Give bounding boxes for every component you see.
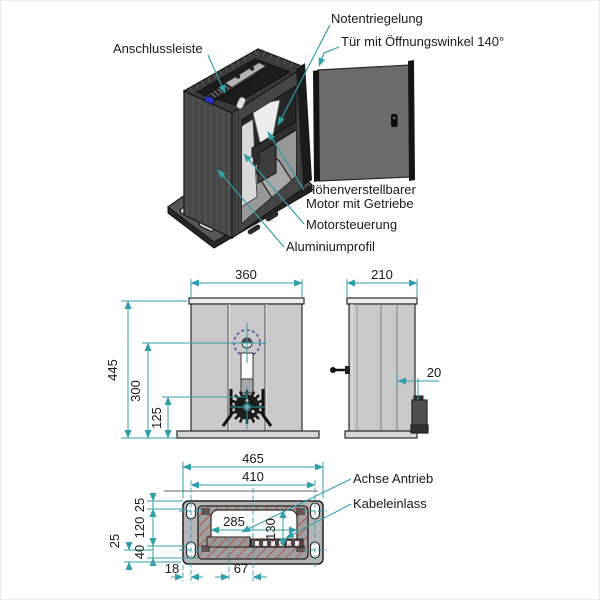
side-body <box>348 303 416 432</box>
iso-top-rail-hole <box>249 66 255 71</box>
dim-bottom-slot-span: 410 <box>242 469 264 484</box>
leader-aluminiumprofil <box>217 169 285 248</box>
iso-release-lever <box>235 96 247 110</box>
leader-tuer <box>318 46 340 67</box>
leader-notentriegelung <box>277 24 331 126</box>
iso-leader-lines <box>207 24 340 248</box>
bottom-view: 465 410 285 130 25 120 40 25 18 67 Achse… <box>107 451 433 581</box>
dim-bottom-opening-height: 130 <box>263 518 278 540</box>
iso-rail-bracket <box>253 155 261 165</box>
leader-kabeleinlass <box>285 503 352 539</box>
front-dimensions <box>121 279 303 439</box>
bottom-dimensions <box>124 462 352 581</box>
dim-bottom-top-margin: 25 <box>132 498 147 512</box>
label-aluminiumprofil: Aluminiumprofil <box>286 239 375 254</box>
dim-bottom-slot-span-vertical: 120 <box>132 517 147 539</box>
dim-bottom-opening-width: 285 <box>223 514 245 529</box>
iso-door-latch-hole <box>392 116 396 120</box>
iso-top-rail-hole <box>235 74 241 79</box>
dim-side-depth: 210 <box>371 267 393 282</box>
iso-door-right-edge <box>408 60 415 181</box>
dim-side-motor-offset: 20 <box>427 365 441 380</box>
isometric-view: Anschlussleiste Notentriegelung Tür mit … <box>113 11 504 254</box>
dim-bottom-outer-margin: 25 <box>107 534 122 548</box>
iso-door <box>313 60 415 182</box>
dim-bottom-lower-margin: 40 <box>132 545 147 559</box>
iso-base-slot <box>247 224 261 235</box>
front-sprocket-bracket-right <box>261 389 273 427</box>
leader-anschlussleiste <box>207 54 226 94</box>
bottom-hatch-band <box>199 507 307 558</box>
dim-front-total-height: 445 <box>105 359 120 381</box>
dim-front-sprocket-height: 125 <box>149 407 164 429</box>
label-achse-antrieb: Achse Antrieb <box>353 471 433 486</box>
side-view: 210 20 <box>330 267 441 439</box>
iso-door-left-edge <box>313 70 320 182</box>
dim-front-width: 360 <box>235 267 257 282</box>
label-anschlussleiste: Anschlussleiste <box>113 41 203 56</box>
iso-controller-panel <box>242 118 258 210</box>
iso-blue-component <box>203 94 216 106</box>
side-motor-box <box>410 395 429 434</box>
front-sprocket-bracket-left <box>221 389 233 427</box>
iso-left-wall-ribs <box>189 93 227 236</box>
label-motor-line1: Höhenverstellbarer <box>306 182 417 197</box>
dim-bottom-inlet-offset: 67 <box>234 561 248 576</box>
label-kabeleinlass: Kabeleinlass <box>353 496 427 511</box>
dim-front-axis-height: 300 <box>128 380 143 402</box>
front-top-cap <box>188 297 305 305</box>
bottom-cable-inlet <box>206 536 304 548</box>
side-top-cap <box>346 297 418 305</box>
iso-top-rail <box>224 61 268 89</box>
leader-achse-antrieb <box>241 478 352 533</box>
iso-base-slot <box>265 211 279 222</box>
iso-hinge-post <box>296 63 312 186</box>
label-motor-line2: Motor mit Getriebe <box>306 196 414 211</box>
dim-bottom-slot-edge-offset: 18 <box>165 561 179 576</box>
front-base-plate <box>176 430 320 439</box>
dim-bottom-outer-width: 465 <box>242 451 264 466</box>
side-base-plate <box>344 430 418 439</box>
leader-motorsteuerung <box>243 153 305 225</box>
iso-door-latch <box>391 114 398 127</box>
iso-left-wall <box>183 89 233 240</box>
label-tuer: Tür mit Öffnungswinkel 140° <box>341 34 504 49</box>
label-motorsteuerung: Motorsteuerung <box>306 217 397 232</box>
side-release-handle <box>330 366 350 374</box>
side-dimensions <box>346 279 439 400</box>
iso-top-face <box>182 48 306 114</box>
bottom-centerlines <box>179 480 327 581</box>
leader-motor <box>267 131 305 191</box>
front-view: 360 445 300 125 <box>105 267 320 439</box>
label-notentriegelung: Notentriegelung <box>331 11 423 26</box>
